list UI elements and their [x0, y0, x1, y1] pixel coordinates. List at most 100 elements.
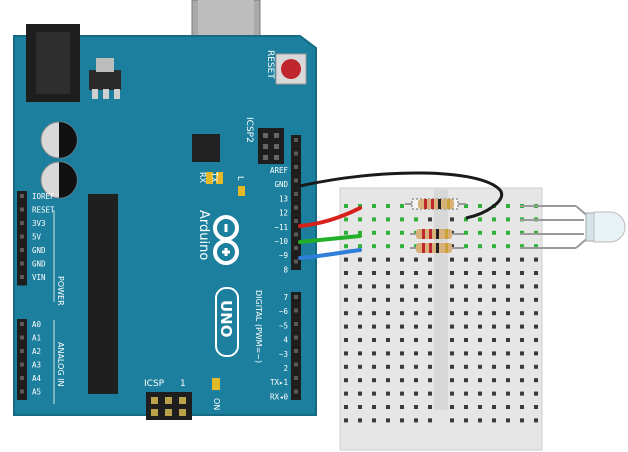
breadboard-hole: [414, 338, 418, 342]
breadboard-hole: [520, 244, 524, 249]
breadboard-hole: [358, 284, 362, 289]
breadboard-hole: [344, 351, 348, 356]
uno-badge: UNO: [215, 287, 239, 357]
icsp-pin1-label: 1: [180, 379, 186, 389]
breadboard-hole: [464, 284, 468, 289]
breadboard-hole: [372, 204, 376, 208]
breadboard-hole: [344, 311, 348, 316]
breadboard-hole: [428, 338, 432, 342]
breadboard-hole: [506, 284, 510, 289]
breadboard-hole: [506, 351, 510, 356]
reset-button[interactable]: [275, 53, 307, 85]
breadboard-hole: [386, 297, 390, 302]
breadboard-hole: [428, 378, 432, 383]
breadboard-hole: [520, 311, 524, 316]
wire-ground: [299, 171, 504, 220]
analog-header-housing: [17, 319, 27, 400]
power-pin-label: 3V3: [32, 219, 46, 228]
breadboard-hole: [386, 324, 390, 329]
analog-pin-label: A3: [32, 361, 41, 370]
breadboard-hole: [506, 324, 510, 329]
breadboard-hole: [534, 405, 538, 409]
breadboard-hole: [520, 324, 524, 329]
breadboard-hole: [492, 324, 496, 329]
breadboard-hole: [506, 391, 510, 396]
icsp-pin: [165, 397, 172, 404]
capacitor-1: [40, 121, 78, 159]
breadboard-hole: [358, 378, 362, 383]
breadboard-hole: [464, 271, 468, 275]
digital-pin-label: ~5: [279, 321, 288, 330]
icsp-pin: [165, 409, 172, 416]
breadboard-hole: [492, 338, 496, 342]
breadboard-hole: [386, 338, 390, 342]
breadboard-hole: [464, 378, 468, 383]
breadboard-hole: [414, 418, 418, 423]
breadboard-hole: [386, 351, 390, 356]
digital-bottom-header-pin: [294, 376, 298, 380]
breadboard-hole: [414, 271, 418, 275]
breadboard-hole: [344, 364, 348, 369]
breadboard-hole: [372, 284, 376, 289]
breadboard-hole: [478, 364, 482, 369]
breadboard-hole: [344, 217, 348, 222]
breadboard-hole: [520, 405, 524, 409]
icsp2-pin: [263, 144, 268, 149]
breadboard-hole: [478, 338, 482, 342]
breadboard-hole: [534, 257, 538, 262]
breadboard-hole: [414, 391, 418, 396]
digital-pin-label: 13: [279, 194, 288, 203]
breadboard-hole: [372, 324, 376, 329]
breadboard-hole: [344, 244, 348, 249]
breadboard-hole: [478, 378, 482, 383]
breadboard-hole: [478, 324, 482, 329]
breadboard-hole: [492, 244, 496, 249]
breadboard-hole: [400, 244, 404, 249]
icsp-label: ICSP: [144, 379, 165, 389]
breadboard-hole: [372, 244, 376, 249]
arduino-name: Arduino: [196, 210, 211, 260]
breadboard-hole: [414, 257, 418, 262]
resistor-2: [410, 229, 464, 239]
breadboard-hole: [372, 364, 376, 369]
breadboard-hole: [520, 391, 524, 396]
power-header-pin: [20, 221, 24, 225]
breadboard-hole: [386, 271, 390, 275]
breadboard-hole: [344, 204, 348, 208]
power-header: [17, 191, 27, 286]
breadboard-hole: [464, 391, 468, 396]
breadboard-hole: [428, 257, 432, 262]
resistor-3: [410, 243, 464, 253]
on-label: ON: [212, 398, 221, 410]
icsp2-pin: [274, 155, 279, 160]
power-header-pin: [20, 207, 24, 212]
breadboard-hole: [534, 324, 538, 329]
digital-top-header-pin: [294, 151, 298, 156]
digital-bottom-header-pin: [294, 322, 298, 326]
breadboard-hole: [386, 217, 390, 222]
breadboard-hole: [414, 324, 418, 329]
breadboard-hole: [492, 257, 496, 262]
voltage-regulator: [89, 70, 121, 90]
breadboard-hole: [450, 418, 454, 423]
breadboard-hole: [450, 364, 454, 369]
digital-header-top: [291, 135, 301, 270]
breadboard-hole: [520, 378, 524, 383]
breadboard-hole: [506, 271, 510, 275]
breadboard-hole: [428, 284, 432, 289]
breadboard-hole: [506, 257, 510, 262]
breadboard-hole: [506, 217, 510, 222]
breadboard-hole: [492, 351, 496, 356]
breadboard-hole: [386, 230, 390, 235]
breadboard-hole: [344, 230, 348, 235]
breadboard-hole: [464, 364, 468, 369]
digital-top-header-housing: [291, 135, 301, 270]
breadboard-hole: [358, 271, 362, 275]
breadboard-hole: [534, 230, 538, 235]
breadboard-hole: [492, 311, 496, 316]
analog-header-pin: [20, 362, 24, 367]
breadboard-hole: [478, 297, 482, 302]
breadboard-hole: [400, 297, 404, 302]
